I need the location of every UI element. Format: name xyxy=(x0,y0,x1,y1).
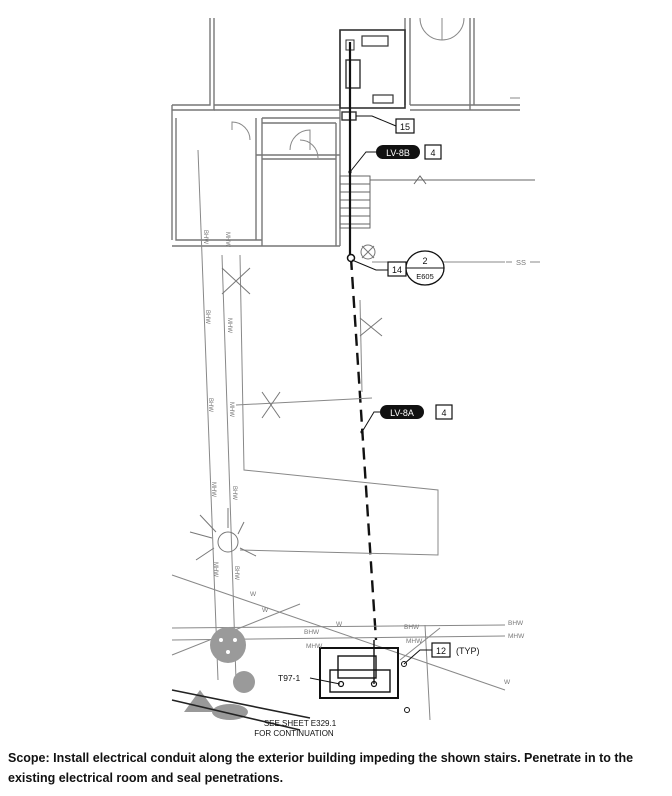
lv-8a-tag: LV-8A xyxy=(390,408,414,418)
lv-8b-tag: LV-8B xyxy=(386,148,410,158)
continuation-text: FOR CONTINUATION xyxy=(254,729,334,738)
door-swings xyxy=(231,17,520,159)
stairs xyxy=(339,175,535,229)
w-tag-4: W xyxy=(262,607,269,614)
bhw-tag-left: BHW xyxy=(304,629,320,636)
callout-12-text: 12 xyxy=(436,646,446,656)
utility-line-tags: BHW MHW BHW MHW BHW MHW MHW BHW MHW BHW xyxy=(202,230,239,580)
detail-sheet: E605 xyxy=(416,272,434,281)
callout-15: 15 xyxy=(356,115,415,134)
mhw-tag-1: MHW xyxy=(224,232,230,247)
bhw-tag-1: BHW xyxy=(202,230,208,244)
mhw-tag-mid: MHW xyxy=(406,638,423,645)
t97-label: T97-1 xyxy=(278,673,300,683)
bhw-tag-2: BHW xyxy=(204,310,210,324)
typ-label: (TYP) xyxy=(456,646,480,656)
transformer-pad xyxy=(319,640,410,713)
see-sheet-note: SEE SHEET E329.1 FOR CONTINUATION xyxy=(254,719,336,738)
bhw-tag-4: BHW xyxy=(231,486,237,500)
bhw-tag-mid: BHW xyxy=(404,624,420,631)
ss-line-label: SS xyxy=(516,258,526,267)
callout-lv-8a: LV-8A 4 xyxy=(360,404,453,434)
w-tag-1: W xyxy=(250,591,257,598)
electrical-room xyxy=(339,29,406,121)
manholes xyxy=(171,627,311,731)
mhw-tag-left: MHW xyxy=(306,643,323,650)
callout-14-text: 14 xyxy=(392,265,402,275)
lv-8b-qty: 4 xyxy=(430,148,435,158)
scope-caption: Scope: Install electrical conduit along … xyxy=(8,751,634,785)
mhw-tag-right: MHW xyxy=(508,633,525,640)
building-walls xyxy=(171,18,520,247)
mhw-tag-4: MHW xyxy=(210,482,216,497)
w-tag-3: W xyxy=(504,679,511,686)
transformer-label: T97-1 xyxy=(278,673,341,685)
bhw-tag-right: BHW xyxy=(508,620,524,627)
lv-8a-qty: 4 xyxy=(441,408,446,418)
site-electrical-plan: 15 LV-8B 4 14 2 E605 SS LV-8A 4 BHW MHW … xyxy=(171,17,540,738)
w-tag-2: W xyxy=(336,621,343,628)
conduit-new xyxy=(346,253,378,641)
bhw-tag-3: BHW xyxy=(207,398,213,412)
callout-15-text: 15 xyxy=(400,122,410,132)
mhw-tag-5: MHW xyxy=(212,562,218,577)
site-symbols xyxy=(189,244,383,561)
bhw-tag-5: BHW xyxy=(233,566,239,580)
callout-14-detail: 14 2 E605 xyxy=(351,250,445,286)
detail-number: 2 xyxy=(422,256,427,266)
mhw-tag-3: MHW xyxy=(228,402,234,417)
see-sheet-text: SEE SHEET E329.1 xyxy=(264,719,337,728)
mhw-tag-2: MHW xyxy=(226,318,232,333)
callout-12: 12 (TYP) xyxy=(403,642,480,665)
horizontal-line-tags: BHW MHW BHW MHW BHW MHW W W W W xyxy=(250,591,525,686)
callout-lv-8b: LV-8B 4 xyxy=(348,144,442,174)
